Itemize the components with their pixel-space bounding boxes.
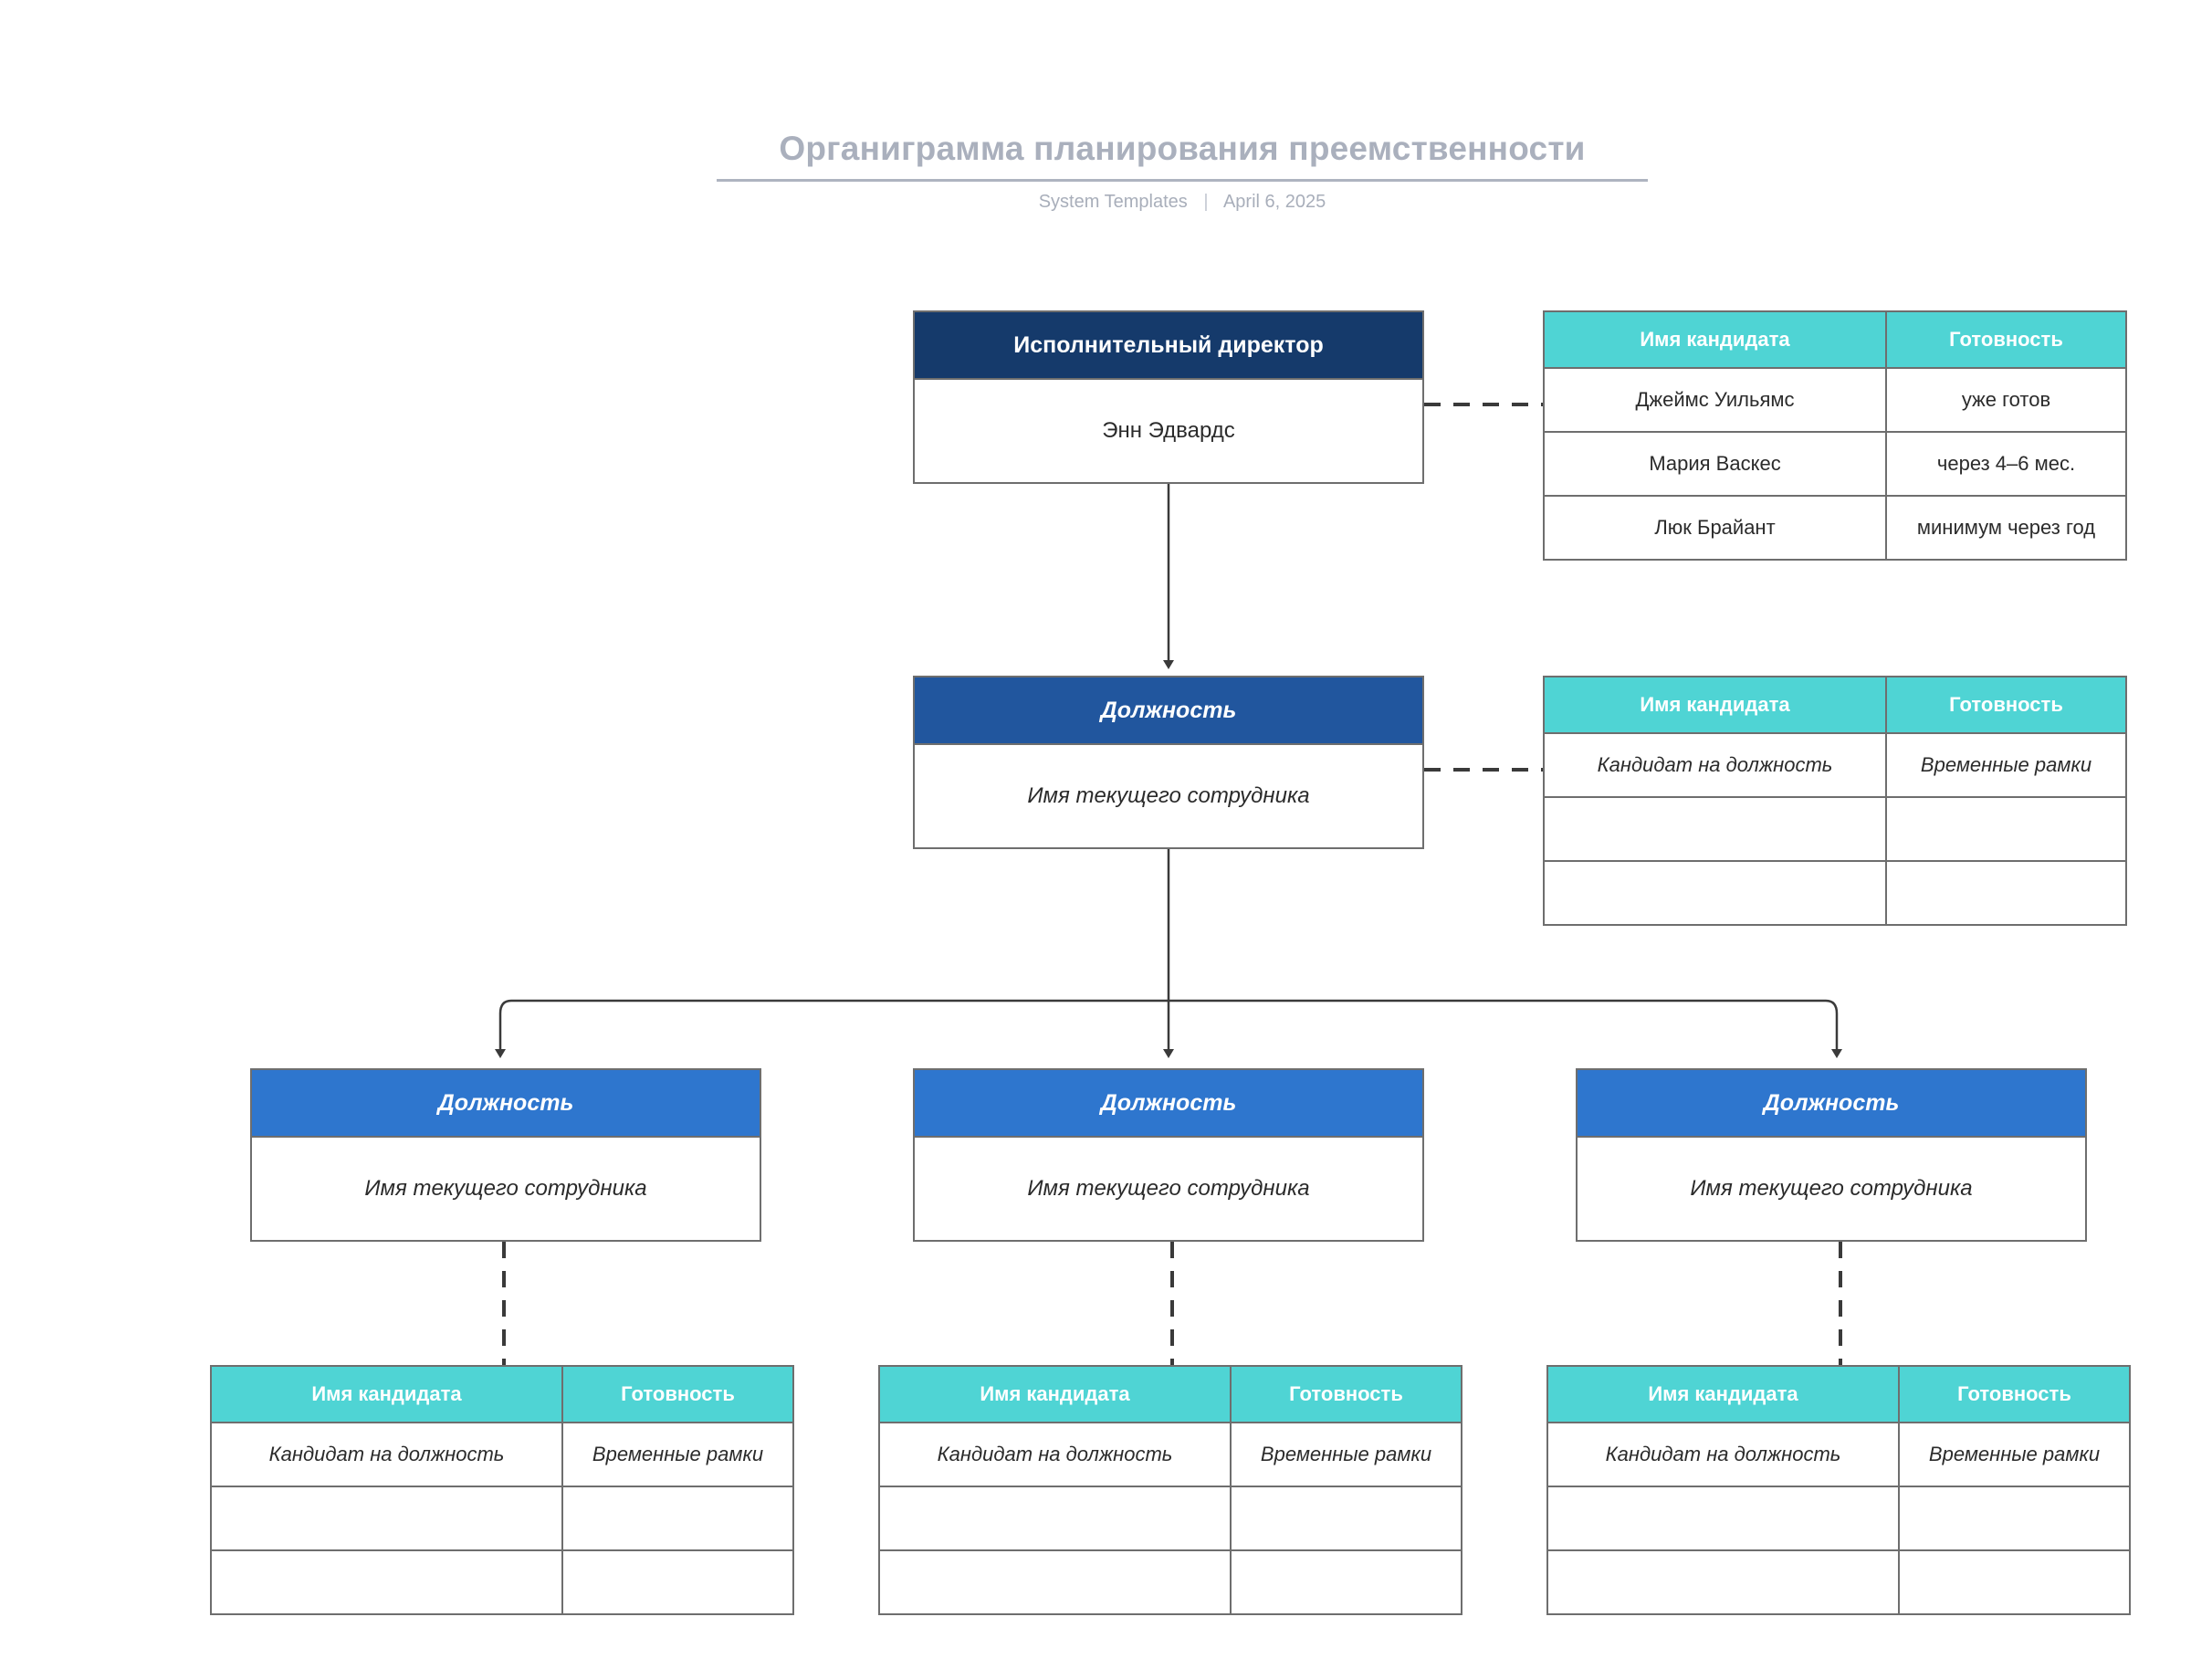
cell-candidate-name[interactable] bbox=[1546, 1486, 1900, 1551]
column-header-readiness: Готовность bbox=[1898, 1365, 2131, 1423]
cell-readiness[interactable]: Временные рамки bbox=[561, 1422, 794, 1487]
table-row[interactable] bbox=[1543, 860, 2127, 926]
table-header-row: Имя кандидата Готовность bbox=[878, 1365, 1462, 1423]
org-box-level2-role: Должность bbox=[915, 677, 1422, 745]
table-row[interactable]: Кандидат на должность Временные рамки bbox=[878, 1422, 1462, 1487]
cell-candidate-name[interactable] bbox=[210, 1486, 563, 1551]
table-row[interactable] bbox=[1546, 1486, 2131, 1551]
cell-candidate-name[interactable] bbox=[1543, 796, 1887, 862]
cell-readiness[interactable]: минимум через год bbox=[1885, 495, 2127, 561]
cell-readiness[interactable] bbox=[561, 1549, 794, 1615]
candidate-table-level3-b-body: Кандидат на должность Временные рамки bbox=[878, 1422, 1462, 1615]
candidate-table-level3-a[interactable]: Имя кандидата Готовность Кандидат на дол… bbox=[210, 1365, 794, 1615]
cell-candidate-name[interactable] bbox=[878, 1549, 1232, 1615]
candidate-table-ceo[interactable]: Имя кандидата Готовность Джеймс Уильямс … bbox=[1543, 310, 2127, 561]
cell-candidate-name[interactable]: Кандидат на должность bbox=[878, 1422, 1232, 1487]
org-box-level2-person: Имя текущего сотрудника bbox=[1027, 783, 1310, 808]
table-header-row: Имя кандидата Готовность bbox=[1543, 310, 2127, 369]
org-box-level3-c-role: Должность bbox=[1578, 1070, 2085, 1138]
table-header-row: Имя кандидата Готовность bbox=[1546, 1365, 2131, 1423]
candidate-table-level3-a-body: Кандидат на должность Временные рамки bbox=[210, 1422, 794, 1615]
org-box-level3-b[interactable]: Должность Имя текущего сотрудника bbox=[913, 1068, 1424, 1242]
cell-readiness[interactable] bbox=[561, 1486, 794, 1551]
cell-readiness[interactable] bbox=[1885, 860, 2127, 926]
column-header-readiness: Готовность bbox=[561, 1365, 794, 1423]
org-box-level3-b-role: Должность bbox=[915, 1070, 1422, 1138]
connector-branch-right bbox=[1169, 999, 1842, 1058]
page-title: Органиграмма планирования преемственност… bbox=[779, 130, 1586, 167]
table-row[interactable]: Джеймс Уильямс уже готов bbox=[1543, 367, 2127, 433]
table-row[interactable]: Мария Васкес через 4–6 мес. bbox=[1543, 431, 2127, 497]
table-row[interactable] bbox=[210, 1486, 794, 1551]
candidate-table-level2-body: Кандидат на должность Временные рамки bbox=[1543, 732, 2127, 926]
candidate-table-level2[interactable]: Имя кандидата Готовность Кандидат на дол… bbox=[1543, 676, 2127, 926]
column-header-readiness: Готовность bbox=[1885, 310, 2127, 369]
cell-candidate-name[interactable]: Джеймс Уильямс bbox=[1543, 367, 1887, 433]
cell-candidate-name[interactable]: Мария Васкес bbox=[1543, 431, 1887, 497]
column-header-candidate-name: Имя кандидата bbox=[1543, 310, 1887, 369]
cell-readiness[interactable]: Временные рамки bbox=[1898, 1422, 2131, 1487]
candidate-table-level3-b[interactable]: Имя кандидата Готовность Кандидат на дол… bbox=[878, 1365, 1462, 1615]
candidate-table-level3-c[interactable]: Имя кандидата Готовность Кандидат на дол… bbox=[1546, 1365, 2131, 1615]
table-row[interactable]: Кандидат на должность Временные рамки bbox=[1546, 1422, 2131, 1487]
cell-candidate-name[interactable] bbox=[210, 1549, 563, 1615]
cell-readiness[interactable] bbox=[1898, 1549, 2131, 1615]
column-header-readiness: Готовность bbox=[1885, 676, 2127, 734]
org-box-ceo-role: Исполнительный директор bbox=[915, 312, 1422, 380]
cell-readiness[interactable]: Временные рамки bbox=[1885, 732, 2127, 798]
cell-candidate-name[interactable] bbox=[1546, 1549, 1900, 1615]
cell-readiness[interactable] bbox=[1230, 1549, 1462, 1615]
page-header: Органиграмма планирования преемственност… bbox=[0, 0, 2191, 237]
org-box-ceo-person: Энн Эдвардс bbox=[1102, 418, 1235, 443]
cell-candidate-name[interactable]: Люк Брайант bbox=[1543, 495, 1887, 561]
cell-candidate-name[interactable] bbox=[878, 1486, 1232, 1551]
subtitle-source: System Templates bbox=[1038, 192, 1188, 212]
candidate-table-level3-c-body: Кандидат на должность Временные рамки bbox=[1546, 1422, 2131, 1615]
org-box-level3-a[interactable]: Должность Имя текущего сотрудника bbox=[250, 1068, 761, 1242]
org-box-level3-a-person: Имя текущего сотрудника bbox=[364, 1176, 647, 1201]
org-box-level3-a-role: Должность bbox=[252, 1070, 760, 1138]
cell-candidate-name[interactable]: Кандидат на должность bbox=[1543, 732, 1887, 798]
org-box-level3-c[interactable]: Должность Имя текущего сотрудника bbox=[1576, 1068, 2087, 1242]
table-row[interactable]: Кандидат на должность Временные рамки bbox=[1543, 732, 2127, 798]
column-header-candidate-name: Имя кандидата bbox=[210, 1365, 563, 1423]
cell-readiness[interactable] bbox=[1230, 1486, 1462, 1551]
cell-readiness[interactable] bbox=[1898, 1486, 2131, 1551]
org-box-level3-c-person: Имя текущего сотрудника bbox=[1690, 1176, 1973, 1201]
table-row[interactable] bbox=[1546, 1549, 2131, 1615]
subtitle-separator: | bbox=[1203, 192, 1209, 212]
title-divider bbox=[717, 179, 1648, 182]
org-box-level2[interactable]: Должность Имя текущего сотрудника bbox=[913, 676, 1424, 849]
table-row[interactable] bbox=[1543, 796, 2127, 862]
org-box-level3-b-person: Имя текущего сотрудника bbox=[1027, 1176, 1310, 1201]
table-row[interactable]: Кандидат на должность Временные рамки bbox=[210, 1422, 794, 1487]
cell-candidate-name[interactable]: Кандидат на должность bbox=[210, 1422, 563, 1487]
candidate-table-ceo-body: Джеймс Уильямс уже готов Мария Васкес че… bbox=[1543, 367, 2127, 561]
table-row[interactable] bbox=[210, 1549, 794, 1615]
table-row[interactable] bbox=[878, 1549, 1462, 1615]
column-header-candidate-name: Имя кандидата bbox=[1543, 676, 1887, 734]
cell-readiness[interactable]: уже готов bbox=[1885, 367, 2127, 433]
cell-readiness[interactable]: через 4–6 мес. bbox=[1885, 431, 2127, 497]
page-subtitle: System Templates | April 6, 2025 bbox=[717, 192, 1648, 213]
org-box-ceo[interactable]: Исполнительный директор Энн Эдвардс bbox=[913, 310, 1424, 484]
column-header-candidate-name: Имя кандидата bbox=[1546, 1365, 1900, 1423]
cell-candidate-name[interactable] bbox=[1543, 860, 1887, 926]
table-header-row: Имя кандидата Готовность bbox=[1543, 676, 2127, 734]
cell-readiness[interactable] bbox=[1885, 796, 2127, 862]
subtitle-date: April 6, 2025 bbox=[1222, 192, 1326, 212]
cell-readiness[interactable]: Временные рамки bbox=[1230, 1422, 1462, 1487]
connector-branch-left bbox=[495, 999, 1169, 1058]
table-row[interactable] bbox=[878, 1486, 1462, 1551]
column-header-candidate-name: Имя кандидата bbox=[878, 1365, 1232, 1423]
table-header-row: Имя кандидата Готовность bbox=[210, 1365, 794, 1423]
column-header-readiness: Готовность bbox=[1230, 1365, 1462, 1423]
cell-candidate-name[interactable]: Кандидат на должность bbox=[1546, 1422, 1900, 1487]
table-row[interactable]: Люк Брайант минимум через год bbox=[1543, 495, 2127, 561]
